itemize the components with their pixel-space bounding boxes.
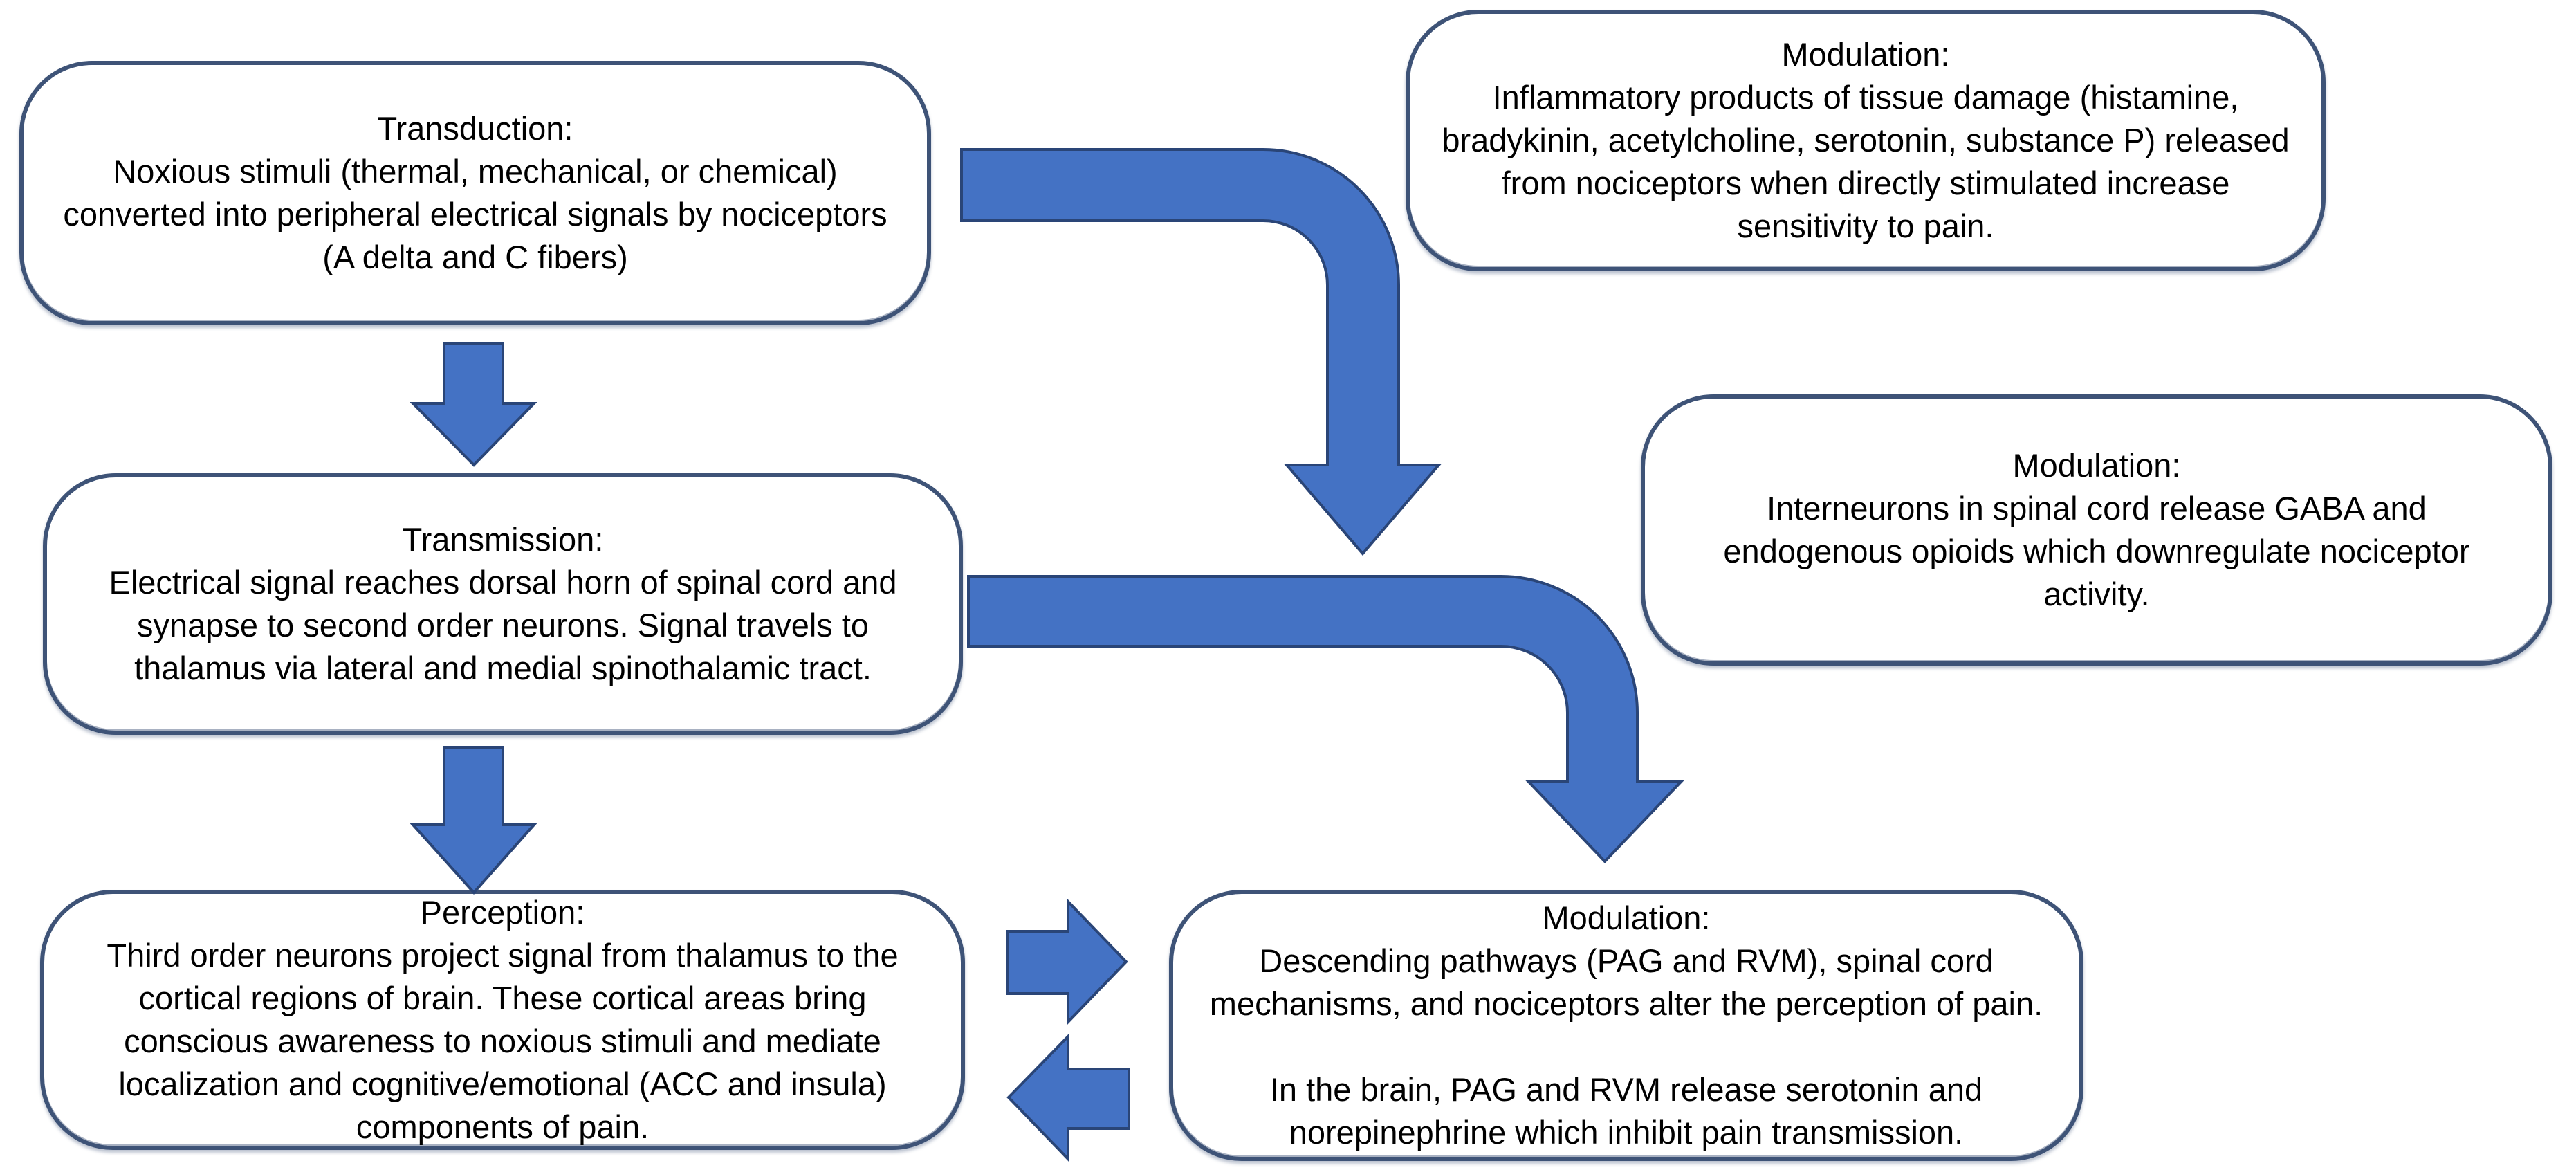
box-transduction-body: Noxious stimuli (thermal, mechanical, or… bbox=[63, 152, 887, 276]
box-modulation-bottom-title: Modulation: bbox=[1542, 899, 1711, 936]
box-modulation-top: Modulation: Inflammatory products of tis… bbox=[1406, 10, 2326, 271]
box-transduction-title: Transduction: bbox=[377, 109, 573, 147]
box-modulation-middle: Modulation: Interneurons in spinal cord … bbox=[1641, 394, 2552, 666]
left-arrow-modulation-bottom-to-perception bbox=[1006, 1033, 1130, 1162]
box-transmission: Transmission: Electrical signal reaches … bbox=[43, 473, 963, 735]
box-modulation-bottom-body: Descending pathways (PAG and RVM), spina… bbox=[1209, 942, 2043, 1151]
box-transmission-title: Transmission: bbox=[402, 520, 604, 558]
box-modulation-top-title: Modulation: bbox=[1781, 35, 1950, 73]
box-transmission-body: Electrical signal reaches dorsal horn of… bbox=[109, 563, 897, 687]
elbow-arrow-transduction-to-modulation-middle bbox=[960, 148, 1442, 556]
box-perception-body: Third order neurons project signal from … bbox=[107, 936, 899, 1146]
box-modulation-middle-title: Modulation: bbox=[2012, 446, 2181, 484]
elbow-arrow-transmission-to-modulation-bottom bbox=[967, 575, 1684, 863]
box-perception-title: Perception: bbox=[420, 893, 585, 931]
right-arrow-perception-to-modulation-bottom bbox=[1006, 898, 1128, 1025]
box-modulation-bottom: Modulation: Descending pathways (PAG and… bbox=[1169, 890, 2083, 1161]
box-modulation-top-body: Inflammatory products of tissue damage (… bbox=[1442, 78, 2290, 245]
box-transduction: Transduction: Noxious stimuli (thermal, … bbox=[19, 61, 931, 325]
down-arrow-transduction-to-transmission bbox=[410, 342, 537, 467]
down-arrow-transmission-to-perception bbox=[410, 746, 537, 895]
box-modulation-middle-body: Interneurons in spinal cord release GABA… bbox=[1723, 489, 2470, 613]
box-perception: Perception: Third order neurons project … bbox=[40, 890, 965, 1150]
